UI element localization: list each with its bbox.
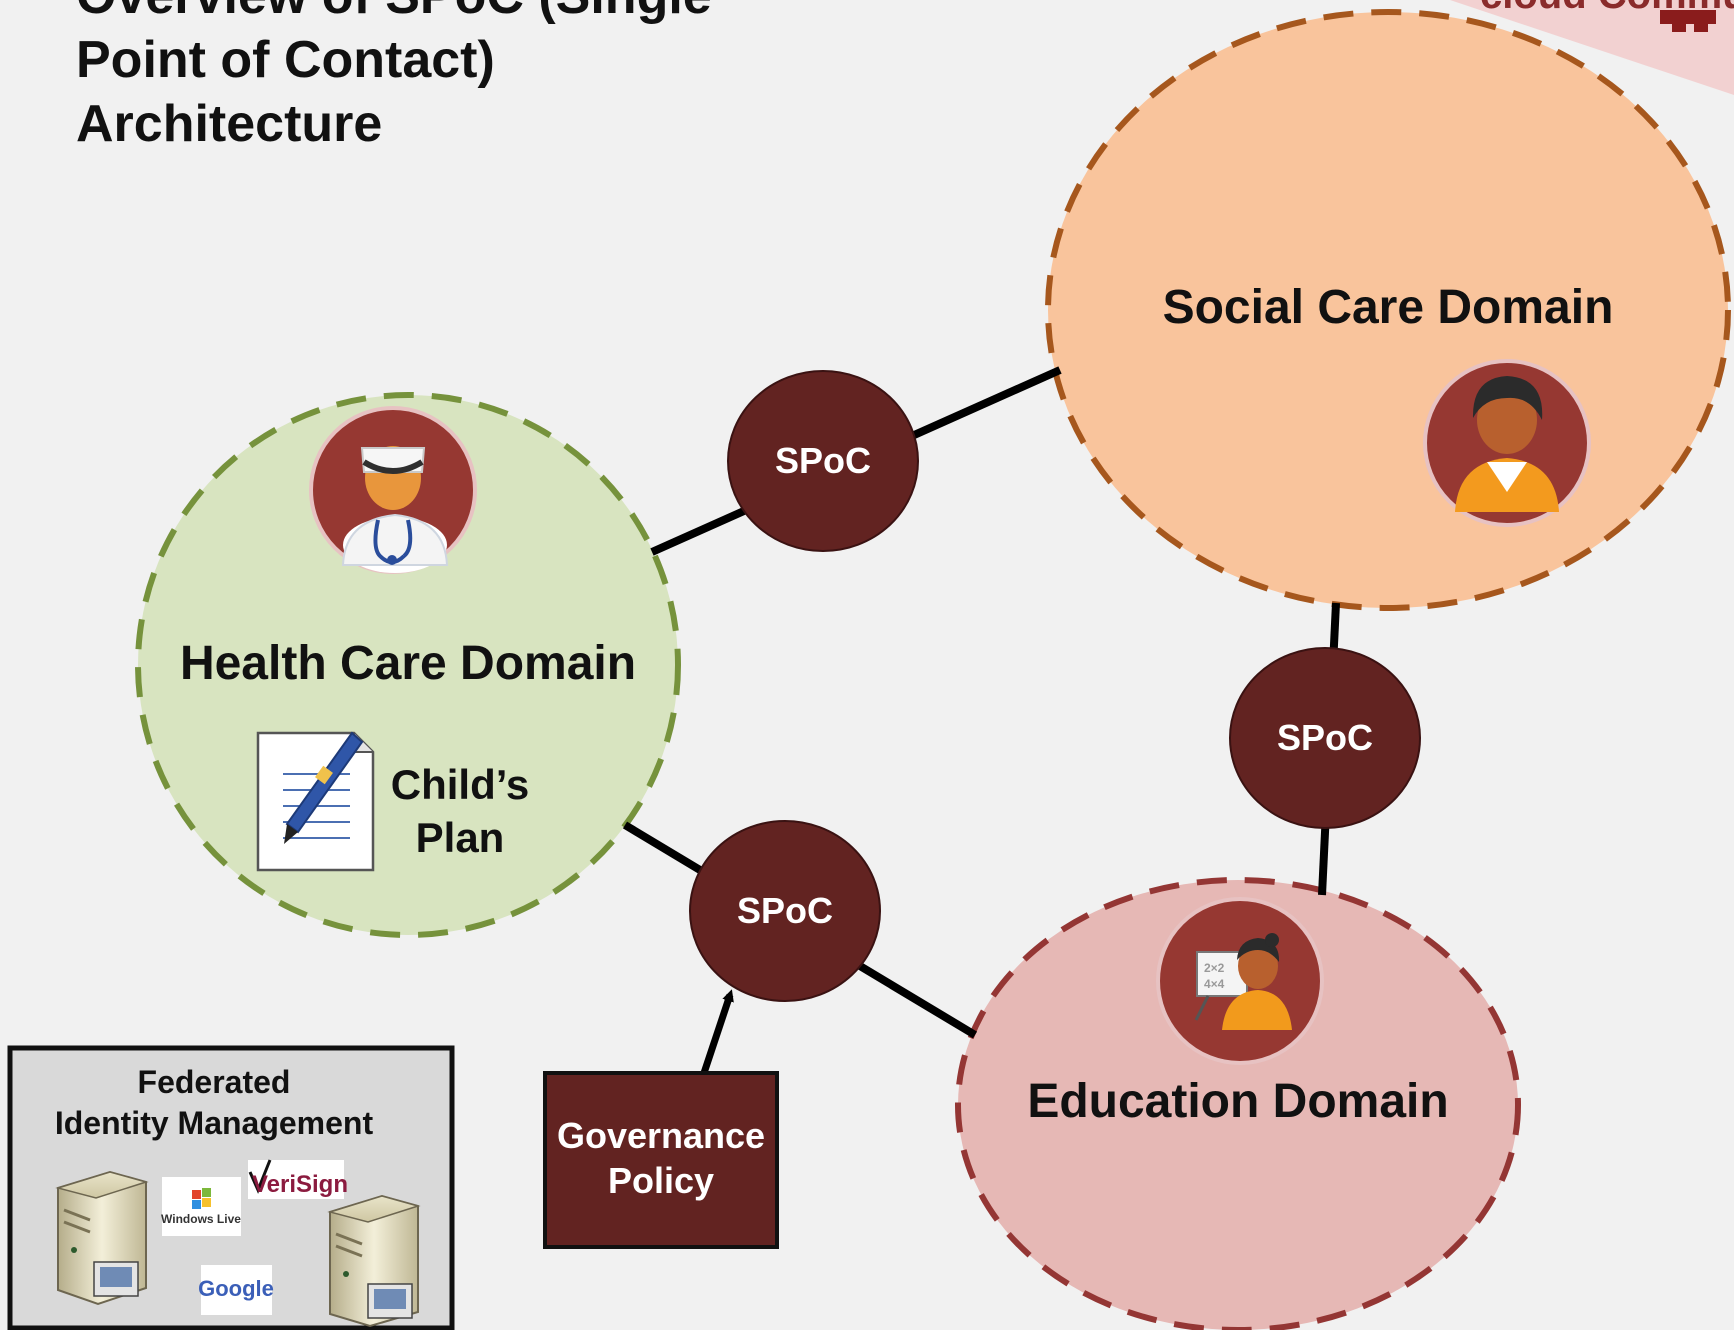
childs-plan-label-line-1: Child’s xyxy=(391,761,529,808)
fim-title-line-2: Identity Management xyxy=(55,1105,374,1141)
governance-label-line-1: Governance xyxy=(557,1115,765,1156)
windows-live-logo: Windows Live xyxy=(161,1177,241,1236)
verisign-logo: VeriSign xyxy=(248,1159,348,1199)
spoc-node-right[interactable]: SPoC xyxy=(1229,647,1421,829)
spoc-label: SPoC xyxy=(775,440,871,481)
windows-live-text: Windows Live xyxy=(161,1212,241,1226)
social-care-domain-label: Social Care Domain xyxy=(1163,281,1614,334)
document-pen-icon xyxy=(256,731,375,872)
spoc-label: SPoC xyxy=(1277,717,1373,758)
server-icon xyxy=(327,1194,421,1328)
fim-title-line-1: Federated xyxy=(138,1064,291,1100)
caregiver-icon xyxy=(1423,359,1591,527)
education-domain-circle xyxy=(955,877,1521,1330)
title-line-2: Point of Contact) xyxy=(76,31,495,89)
server-icon xyxy=(55,1170,149,1306)
childs-plan-label-line-2: Plan xyxy=(416,814,505,861)
page-title: Overview of SPoC (Single Point of Contac… xyxy=(76,0,836,156)
verisign-text: VeriSign xyxy=(252,1171,348,1198)
google-text: Google xyxy=(198,1276,274,1301)
spoc-label: SPoC xyxy=(737,890,833,931)
svg-text:4×4: 4×4 xyxy=(1204,977,1225,991)
health-care-domain-label: Health Care Domain xyxy=(180,637,636,690)
education-domain-label: Education Domain xyxy=(1027,1075,1448,1128)
federated-identity-panel: Federated Identity Management xyxy=(7,1045,455,1330)
title-line-3: Architecture xyxy=(76,95,383,153)
teacher-icon: 2×2 4×4 xyxy=(1156,897,1324,1065)
spoc-node-top[interactable]: SPoC xyxy=(727,370,919,552)
google-logo: Google xyxy=(198,1265,274,1315)
svg-text:2×2: 2×2 xyxy=(1204,961,1225,975)
spoc-node-bottom[interactable]: SPoC xyxy=(689,820,881,1002)
governance-label-line-2: Policy xyxy=(608,1160,714,1201)
title-line-1: Overview of SPoC (Single xyxy=(76,0,836,28)
governance-arrow xyxy=(700,989,734,1075)
governance-policy-box[interactable]: Governance Policy xyxy=(543,1071,779,1249)
corner-logo: cloud Commun xyxy=(1450,0,1734,95)
doctor-icon xyxy=(309,406,477,574)
